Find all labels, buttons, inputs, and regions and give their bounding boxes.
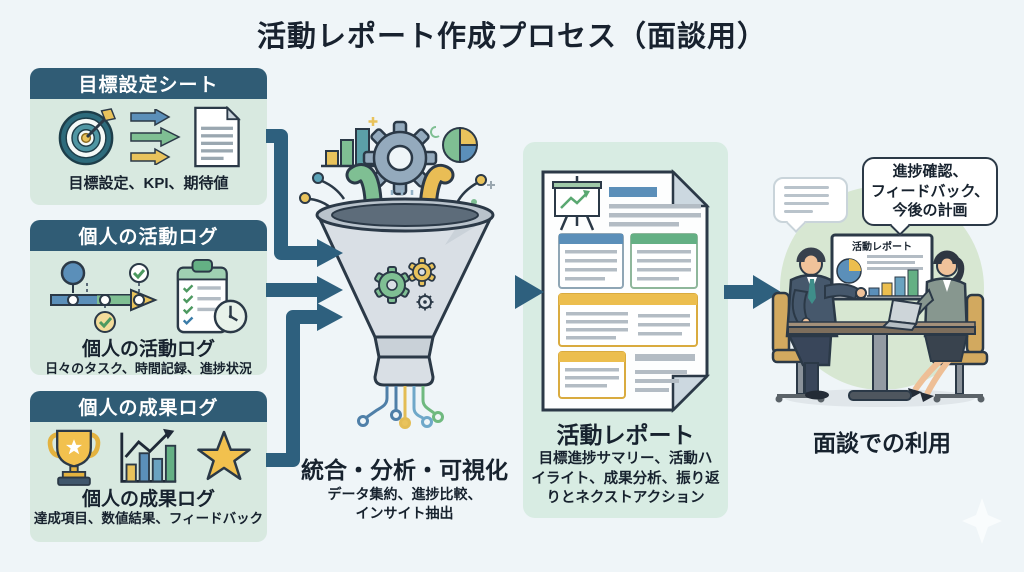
report-stage-title: 活動レポート xyxy=(556,422,695,448)
bubble-line2: フィードバック、 xyxy=(870,182,990,200)
gear-icon xyxy=(374,266,410,304)
office-chair xyxy=(771,291,829,403)
placeholder-lines xyxy=(635,354,695,392)
report-card-green xyxy=(630,233,698,289)
report-title-bar xyxy=(609,187,657,197)
checklist-icon xyxy=(176,258,247,334)
source-box-activity-log: 個人の活動ログ xyxy=(30,220,267,376)
document-icon xyxy=(193,106,241,168)
report-panel: 活動レポート 目標進捗サマリー、活動ハ イライト、成果分析、振り返 りとネクスト… xyxy=(523,142,728,518)
report-caption-line1: 目標進捗サマリー、活動ハ xyxy=(538,451,713,467)
timeline-icon xyxy=(49,260,158,333)
bubble-line1: 進捗確認、 xyxy=(892,162,968,180)
report-card-blue xyxy=(558,233,624,289)
circuit-lines-icon xyxy=(357,386,444,429)
gear-icon xyxy=(416,293,434,311)
results-log-caption: 達成項目、数値結果、フィードバック xyxy=(33,510,264,526)
goal-sheet-caption: 目標設定、KPI、期待値 xyxy=(68,175,229,192)
activity-log-title: 個人の活動ログ xyxy=(81,339,215,360)
bubble-line3: 今後の計画 xyxy=(892,202,968,220)
funnel-illustration xyxy=(299,117,495,429)
meeting-table xyxy=(787,321,976,401)
activity-log-caption: 日々のタスク、時間記録、進捗状況 xyxy=(45,360,252,376)
clock-icon xyxy=(213,299,247,334)
report-page-icon xyxy=(541,168,711,414)
funnel-stage-text: 統合・分析・可視化 データ集約、進捗比較、 インサイト抽出 xyxy=(292,451,517,523)
plus-sparkle-icon xyxy=(368,117,378,126)
presentation-easel-icon xyxy=(552,176,602,231)
placeholder-lines xyxy=(609,204,701,227)
report-caption-line2: イライト、成果分析、振り返 xyxy=(531,470,720,487)
sparkle-icon xyxy=(962,498,1002,544)
growth-chart-icon xyxy=(119,428,176,483)
checklist-rows xyxy=(182,284,221,326)
page-title: 活動レポート作成プロセス（面談用） xyxy=(256,21,767,53)
c-sparkle-icon xyxy=(430,126,440,138)
source-box-results-log: 個人の成果ログ xyxy=(30,391,267,542)
speech-bubble-lines xyxy=(773,177,848,223)
report-card-yellow-small xyxy=(558,351,626,399)
meeting-scene: 活動レポート xyxy=(771,186,989,407)
flow-arrows-icon xyxy=(129,109,181,165)
plus-sparkle-icon xyxy=(487,181,495,189)
gear-icon xyxy=(362,120,438,196)
placeholder-lines xyxy=(200,126,233,161)
target-icon xyxy=(58,108,116,166)
speech-bubble-text: 進捗確認、 フィードバック、 今後の計画 xyxy=(862,157,998,226)
activity-log-header: 個人の活動ログ xyxy=(30,220,267,251)
star-icon xyxy=(196,430,251,481)
report-card-yellow-wide xyxy=(558,293,698,347)
source-box-goal-sheet: 目標設定シート xyxy=(30,68,267,205)
laptop-icon xyxy=(880,298,923,332)
pie-chart-icon xyxy=(442,126,479,164)
goal-sheet-header: 目標設定シート xyxy=(30,68,267,99)
trophy-icon xyxy=(47,429,100,486)
meeting-stage-title: 面談での利用 xyxy=(813,430,951,456)
screen-title: 活動レポート xyxy=(852,240,912,253)
funnel-stage-caption-line1: データ集約、進捗比較、 xyxy=(327,486,482,502)
funnel-stage-caption-line2: インサイト抽出 xyxy=(355,504,454,521)
report-caption-line3: りとネクストアクション xyxy=(546,490,705,507)
man-figure xyxy=(785,247,867,400)
monitor-icon: 活動レポート xyxy=(830,233,934,301)
results-log-title: 個人の成果ログ xyxy=(81,489,215,510)
results-log-header: 個人の成果ログ xyxy=(30,391,267,422)
gear-icon xyxy=(408,257,436,287)
funnel-stage-title: 統合・分析・可視化 xyxy=(301,457,508,483)
